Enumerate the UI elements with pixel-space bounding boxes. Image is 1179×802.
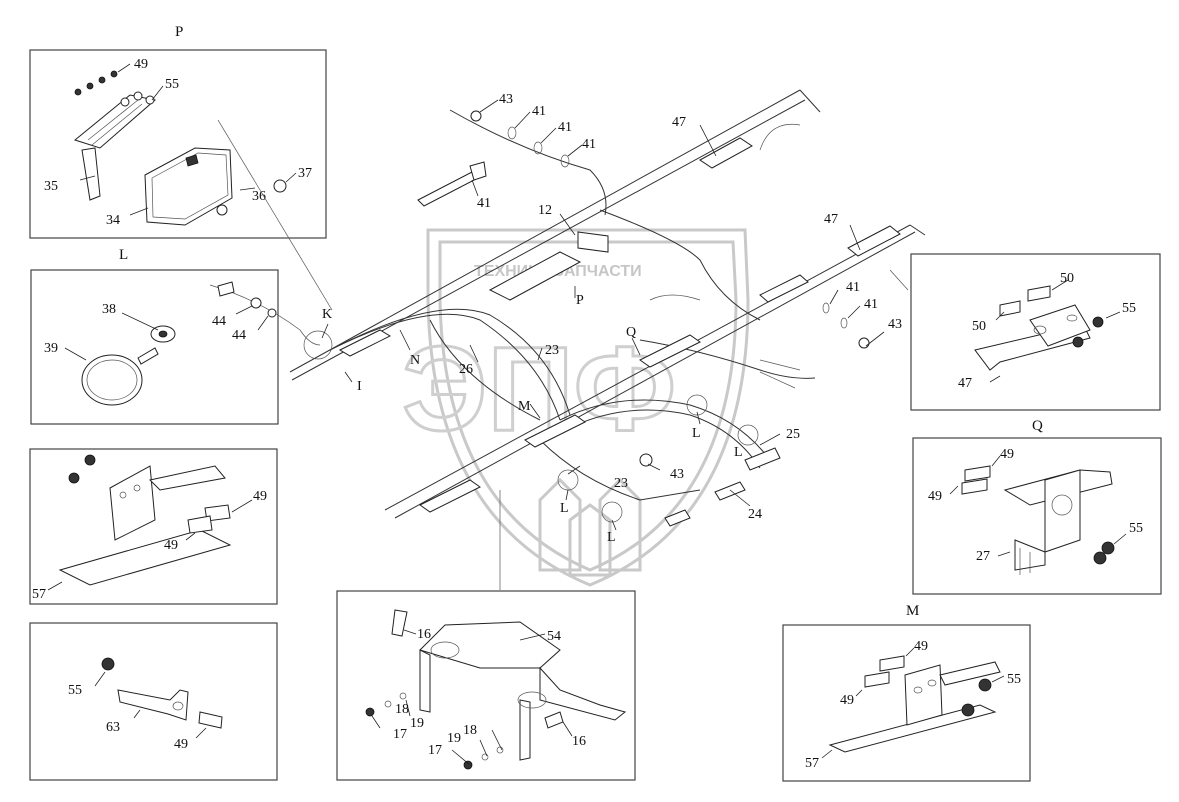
callout: 57 [805, 756, 819, 771]
callout: 41 [558, 120, 572, 135]
callout: 50 [1060, 271, 1074, 286]
callout: M [518, 399, 531, 414]
callout: 16 [417, 627, 431, 642]
callout: 17 [393, 727, 407, 742]
callout: 41 [864, 297, 878, 312]
callout: 26 [459, 362, 473, 377]
callout: 36 [252, 189, 266, 204]
callout: 47 [672, 115, 686, 130]
callout: 35 [44, 179, 58, 194]
callout: 19 [447, 731, 461, 746]
callout: 41 [532, 104, 546, 119]
callout: Q [626, 325, 636, 340]
callout: 55 [68, 683, 82, 698]
panel-l: L 38 39 [30, 247, 279, 425]
callout: 41 [477, 196, 491, 211]
callout: 44 [212, 314, 226, 329]
callout: P [576, 293, 584, 308]
callout: 43 [670, 467, 684, 482]
callout: 50 [972, 319, 986, 334]
callout: 55 [1007, 672, 1021, 687]
callout: 54 [547, 629, 561, 644]
callout: I [357, 379, 362, 394]
callout: 39 [44, 341, 58, 356]
callout: 34 [106, 213, 120, 228]
callout: 44 [232, 328, 246, 343]
callout: 49 [1000, 447, 1014, 462]
callout: 18 [463, 723, 477, 738]
callout: 49 [174, 737, 188, 752]
panel-right-bracket-47: 50 50 55 47 [910, 253, 1161, 411]
callout: L [692, 426, 701, 441]
callout: 24 [748, 507, 762, 522]
callout: 55 [1129, 521, 1143, 536]
callout: 49 [134, 57, 148, 72]
callout: L [560, 501, 569, 516]
callout: 27 [976, 549, 990, 564]
callout: 55 [165, 77, 179, 92]
callout: 49 [253, 489, 267, 504]
panel-title: P [175, 24, 183, 40]
callout: 41 [846, 280, 860, 295]
panel-title: L [119, 247, 128, 263]
callout: 17 [428, 743, 442, 758]
callout: 16 [572, 734, 586, 749]
callout: 23 [545, 343, 559, 358]
panel-title: Q [1032, 418, 1043, 434]
callout: 49 [914, 639, 928, 654]
callout: 47 [824, 212, 838, 227]
callout: 25 [786, 427, 800, 442]
panel-m: M 49 49 55 57 [782, 603, 1031, 782]
callout: N [410, 353, 420, 368]
callout: 47 [958, 376, 972, 391]
main-harness: 43 41 41 41 47 41 12 47 44 44 K N I 26 2… [209, 89, 926, 590]
callout: 55 [1122, 301, 1136, 316]
panel-title: M [906, 603, 919, 619]
callout: 23 [614, 476, 628, 491]
watermark-emblem [538, 477, 642, 577]
panel-n: N 49 49 57 [29, 448, 278, 605]
callout: 43 [888, 317, 902, 332]
callout: 18 [395, 702, 409, 717]
callout: 49 [840, 693, 854, 708]
callout: 19 [410, 716, 424, 731]
callout: 49 [928, 489, 942, 504]
callout: K [322, 307, 332, 322]
panel-k: K 55 63 49 [29, 622, 278, 781]
panel-q: Q 49 49 55 27 [912, 418, 1162, 595]
callout: L [734, 445, 743, 460]
callout: 38 [102, 302, 116, 317]
callout: 43 [499, 92, 513, 107]
callout: 49 [164, 538, 178, 553]
callout: L [607, 530, 616, 545]
watermark: ЭПФ ТЕХНИКА ЗАПЧАСТИ [401, 228, 750, 587]
callout: 63 [106, 720, 120, 735]
callout: 37 [298, 166, 312, 181]
panel-p: P 49 55 37 36 35 34 [29, 24, 327, 239]
callout: 57 [32, 587, 46, 602]
panel-center: 16 54 16 17 19 17 19 18 18 [336, 590, 636, 781]
callout: 12 [538, 203, 552, 218]
callout: 41 [582, 137, 596, 152]
